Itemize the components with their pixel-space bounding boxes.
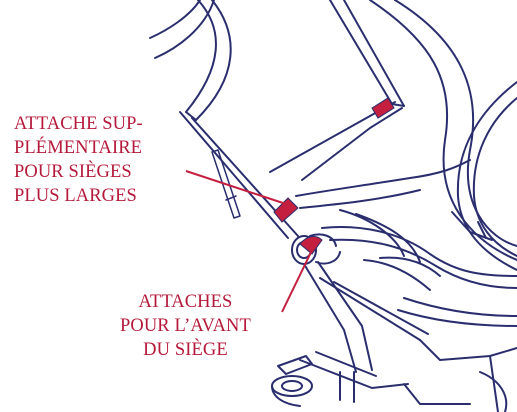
front-attachments-label: ATTACHES POUR L’AVANT DU SIÈGE: [120, 290, 251, 362]
extra-attachment-label-line-3: POUR SIÈGES: [14, 160, 143, 184]
extra-attachment-label-line-4: PLUS LARGES: [14, 184, 143, 208]
front-attachments-label-line-3: DU SIÈGE: [120, 338, 251, 362]
extra-attachment-label-line-2: PLÉMENTAIRE: [14, 136, 143, 160]
canopy-frame: [150, 0, 231, 120]
seat-back-rails: [270, 0, 404, 180]
seat-cushion: [296, 160, 517, 290]
front-attachments-label-line-2: POUR L’AVANT: [120, 314, 251, 338]
extra-attachment-label-line-1: ATTACHE SUP-: [14, 112, 143, 136]
extra-attachment-label: ATTACHE SUP- PLÉMENTAIRE POUR SIÈGES PLU…: [14, 112, 143, 208]
front-wheel: [272, 356, 312, 406]
front-attachments-label-line-1: ATTACHES: [120, 290, 251, 314]
